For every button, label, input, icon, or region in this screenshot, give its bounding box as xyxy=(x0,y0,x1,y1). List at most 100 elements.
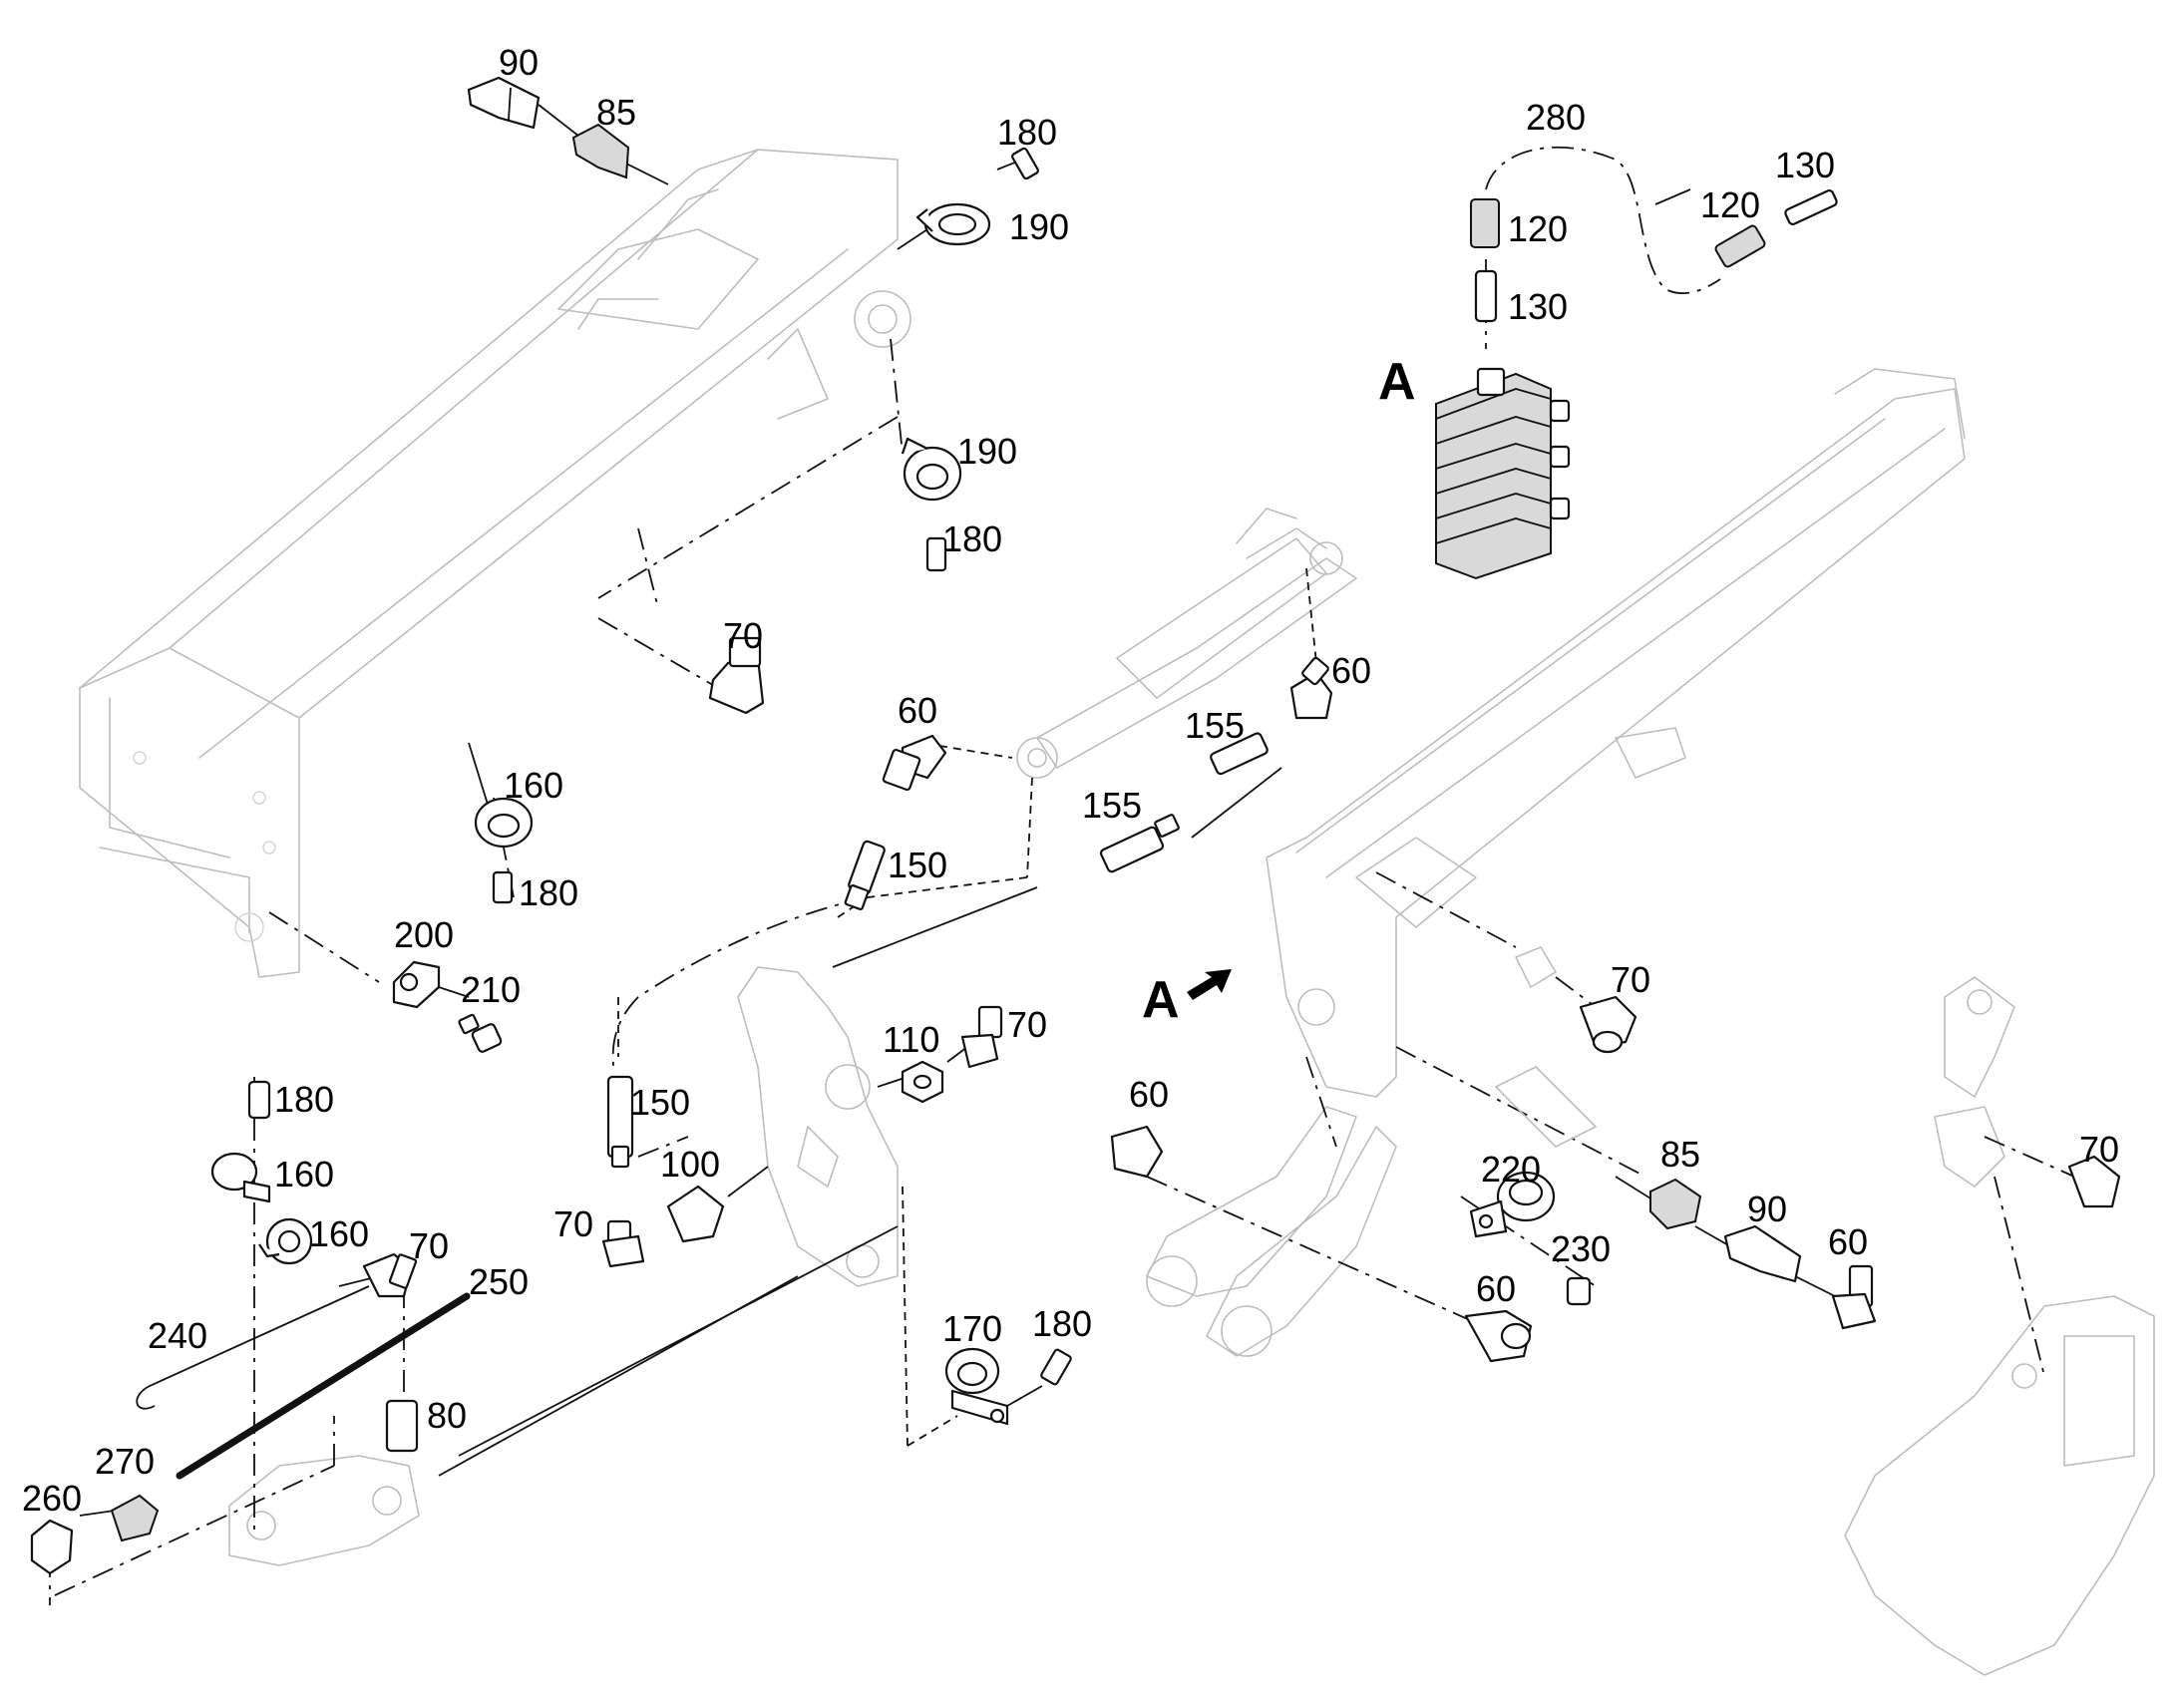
elbow-60-d xyxy=(1831,1264,1877,1330)
callout-160: 160 xyxy=(274,1154,334,1195)
sensor-150-a xyxy=(844,840,886,911)
clamp-220 xyxy=(1469,1171,1556,1238)
callout-220: 220 xyxy=(1481,1149,1541,1190)
adapter-270 xyxy=(110,1494,160,1542)
pipe-85-link xyxy=(1495,946,1597,1148)
adapter-120-b xyxy=(1714,224,1766,268)
clamp-190-b xyxy=(901,437,962,502)
leader-lines xyxy=(49,104,2075,1605)
callout-70: 70 xyxy=(1007,1004,1047,1045)
bracket-200 xyxy=(392,960,441,1009)
distributor-block xyxy=(1435,367,1571,580)
screw-180-e xyxy=(1040,1348,1072,1386)
callout-70: 70 xyxy=(553,1203,593,1244)
adapter-85-b xyxy=(1649,1178,1702,1230)
callout-90: 90 xyxy=(1747,1189,1787,1229)
fitting-60-b xyxy=(1289,656,1333,720)
callout-170: 170 xyxy=(942,1308,1002,1349)
callout-85: 85 xyxy=(1660,1134,1700,1175)
elbow-60-e xyxy=(1464,1309,1533,1363)
sensor-90-b xyxy=(1723,1224,1802,1283)
clamp-190-a xyxy=(915,202,991,246)
callout-250: 250 xyxy=(469,1261,529,1302)
callout-60: 60 xyxy=(1828,1221,1868,1262)
connection-wire-280 xyxy=(1485,146,1721,294)
sensor-130-a xyxy=(1474,269,1498,323)
elbow-70-c xyxy=(960,1005,1003,1069)
adapter-85-top xyxy=(571,123,630,179)
view-label-a-detail: A xyxy=(1378,353,1416,411)
callout-160: 160 xyxy=(504,765,563,806)
callout-120: 120 xyxy=(1508,208,1568,249)
callout-180: 180 xyxy=(519,872,578,913)
callout-70: 70 xyxy=(1611,959,1650,1000)
elbow-70-b xyxy=(1579,995,1637,1054)
callout-80: 80 xyxy=(427,1395,467,1436)
callout-70: 70 xyxy=(723,615,763,656)
sensor-90-top xyxy=(467,76,541,130)
callout-210: 210 xyxy=(461,969,521,1010)
callout-270: 270 xyxy=(95,1441,155,1482)
callout-150: 150 xyxy=(888,845,947,885)
fitting-60-a xyxy=(882,734,947,792)
cap-260 xyxy=(30,1519,74,1575)
connector-80 xyxy=(385,1399,419,1453)
boom-arm-right xyxy=(1146,368,1966,1357)
callout-200: 200 xyxy=(394,914,454,955)
sensor-155-a xyxy=(1210,732,1269,776)
callout-60: 60 xyxy=(1129,1074,1169,1115)
clamp-160-c xyxy=(258,1217,313,1265)
screw-180-b xyxy=(925,536,947,572)
view-a-arrow xyxy=(1187,969,1232,1000)
callout-120: 120 xyxy=(1700,184,1760,225)
screw-180-c xyxy=(492,870,514,904)
wire-240 xyxy=(136,1285,370,1410)
sensor-130-b xyxy=(1784,188,1838,226)
callout-150: 150 xyxy=(630,1082,690,1123)
nut-110 xyxy=(901,1060,944,1104)
link-bracket-lower xyxy=(228,1455,420,1566)
callout-60: 60 xyxy=(1331,650,1371,691)
boom-arm-upper-left xyxy=(79,149,911,978)
rod-250 xyxy=(176,1292,471,1480)
hydraulic-cylinder xyxy=(1016,508,1357,779)
capillary-tube-150 xyxy=(611,896,869,1068)
callout-230: 230 xyxy=(1551,1228,1611,1269)
callout-155: 155 xyxy=(1185,705,1245,746)
callout-60: 60 xyxy=(1476,1268,1516,1309)
callout-90: 90 xyxy=(499,42,539,83)
elbow-70-e xyxy=(362,1252,418,1298)
callout-100: 100 xyxy=(660,1144,720,1185)
callout-70: 70 xyxy=(409,1225,449,1266)
callout-240: 240 xyxy=(148,1315,207,1356)
union-100 xyxy=(666,1185,725,1243)
elbow-70-a xyxy=(708,636,765,715)
callout-130: 130 xyxy=(1775,145,1835,185)
callout-180: 180 xyxy=(274,1079,334,1120)
clamp-160-a xyxy=(474,797,534,849)
screw-230 xyxy=(1566,1276,1592,1306)
callout-180: 180 xyxy=(1032,1303,1092,1344)
sensor-150-b xyxy=(606,1075,634,1169)
callout-160: 160 xyxy=(309,1213,369,1254)
sensor-60-c xyxy=(1110,1125,1164,1179)
view-label-a-arrow: A xyxy=(1142,971,1180,1029)
chassis-mount-right xyxy=(1844,976,2155,1676)
screw-180-d xyxy=(247,1080,271,1120)
callout-180: 180 xyxy=(942,518,1002,559)
screw-210 xyxy=(458,1013,503,1053)
callout-280: 280 xyxy=(1526,97,1586,138)
callout-130: 130 xyxy=(1508,286,1568,327)
callout-110: 110 xyxy=(883,1019,939,1060)
callout-180: 180 xyxy=(997,112,1057,153)
screw-180-a xyxy=(1011,147,1039,180)
callout-labels: 90 85 180 190 280 130 120 120 130 190 18… xyxy=(22,42,2119,1519)
callout-155: 155 xyxy=(1082,785,1142,826)
callout-60: 60 xyxy=(898,690,937,731)
callout-260: 260 xyxy=(22,1478,82,1519)
callout-190: 190 xyxy=(957,431,1017,472)
sensor-155-b xyxy=(1099,814,1180,873)
callout-190: 190 xyxy=(1009,206,1069,247)
clamp-170 xyxy=(944,1347,1009,1426)
